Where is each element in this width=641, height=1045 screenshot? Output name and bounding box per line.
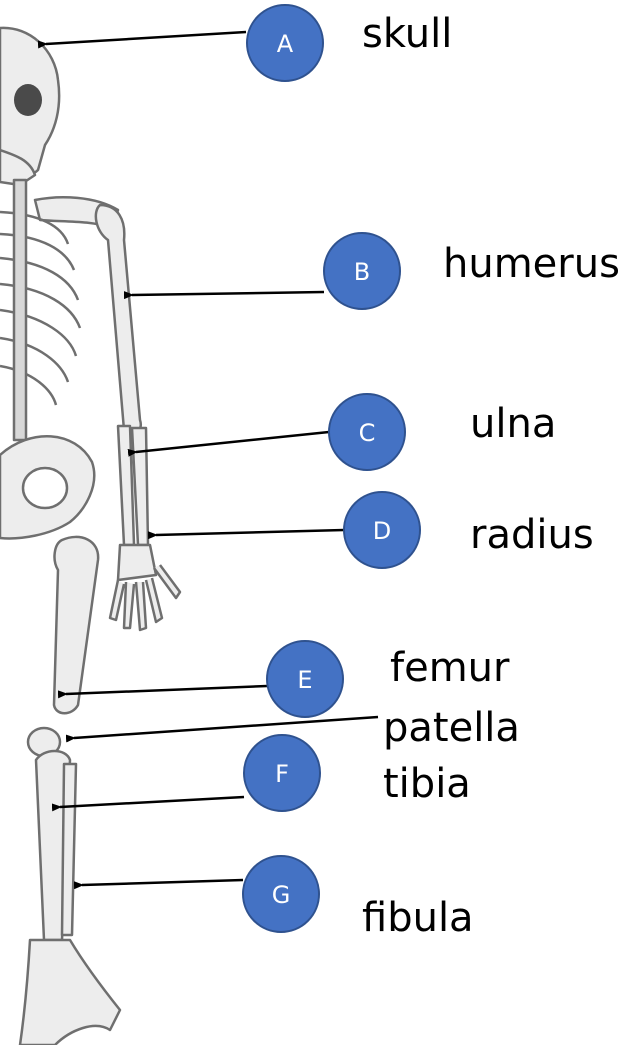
label-ulna: ulna (470, 404, 556, 444)
label-skull: skull (362, 14, 452, 54)
marker-letter: F (275, 760, 289, 788)
spine (14, 180, 26, 440)
ribcage (0, 212, 80, 405)
marker-letter: D (373, 517, 391, 545)
label-tibia: tibia (383, 764, 471, 804)
hand-bones (110, 545, 180, 630)
eye-socket (14, 84, 42, 116)
arrow-b (132, 292, 324, 295)
marker-f: F (244, 735, 320, 811)
marker-d: D (344, 492, 420, 568)
marker-letter: A (277, 30, 294, 58)
marker-c: C (329, 394, 405, 470)
arrow-f (60, 797, 244, 807)
humerus-bone (96, 205, 141, 434)
marker-e: E (267, 641, 343, 717)
label-radius: radius (470, 515, 594, 555)
marker-b: B (324, 233, 400, 309)
marker-a: A (247, 5, 323, 81)
skeleton-illustration (0, 28, 180, 1045)
marker-g: G (243, 856, 319, 932)
arrow-e (66, 686, 267, 694)
marker-letter: E (297, 666, 312, 694)
foot-bones (20, 940, 120, 1045)
label-fibula: fibula (362, 898, 474, 938)
marker-letter: G (272, 881, 291, 909)
label-humerus: humerus (443, 244, 620, 284)
label-patella: patella (383, 708, 520, 748)
marker-letter: B (354, 258, 370, 286)
arrow-patella (74, 717, 378, 738)
pelvis-hole (23, 468, 67, 508)
arrow-g (82, 880, 243, 885)
arrow-d (156, 530, 344, 535)
femur-bone (54, 537, 98, 713)
label-femur: femur (390, 648, 509, 688)
arrow-a (46, 32, 246, 44)
marker-letter: C (359, 419, 376, 447)
arrow-c (136, 432, 329, 452)
connector-arrows (46, 32, 378, 885)
fibula-bone (62, 764, 76, 935)
